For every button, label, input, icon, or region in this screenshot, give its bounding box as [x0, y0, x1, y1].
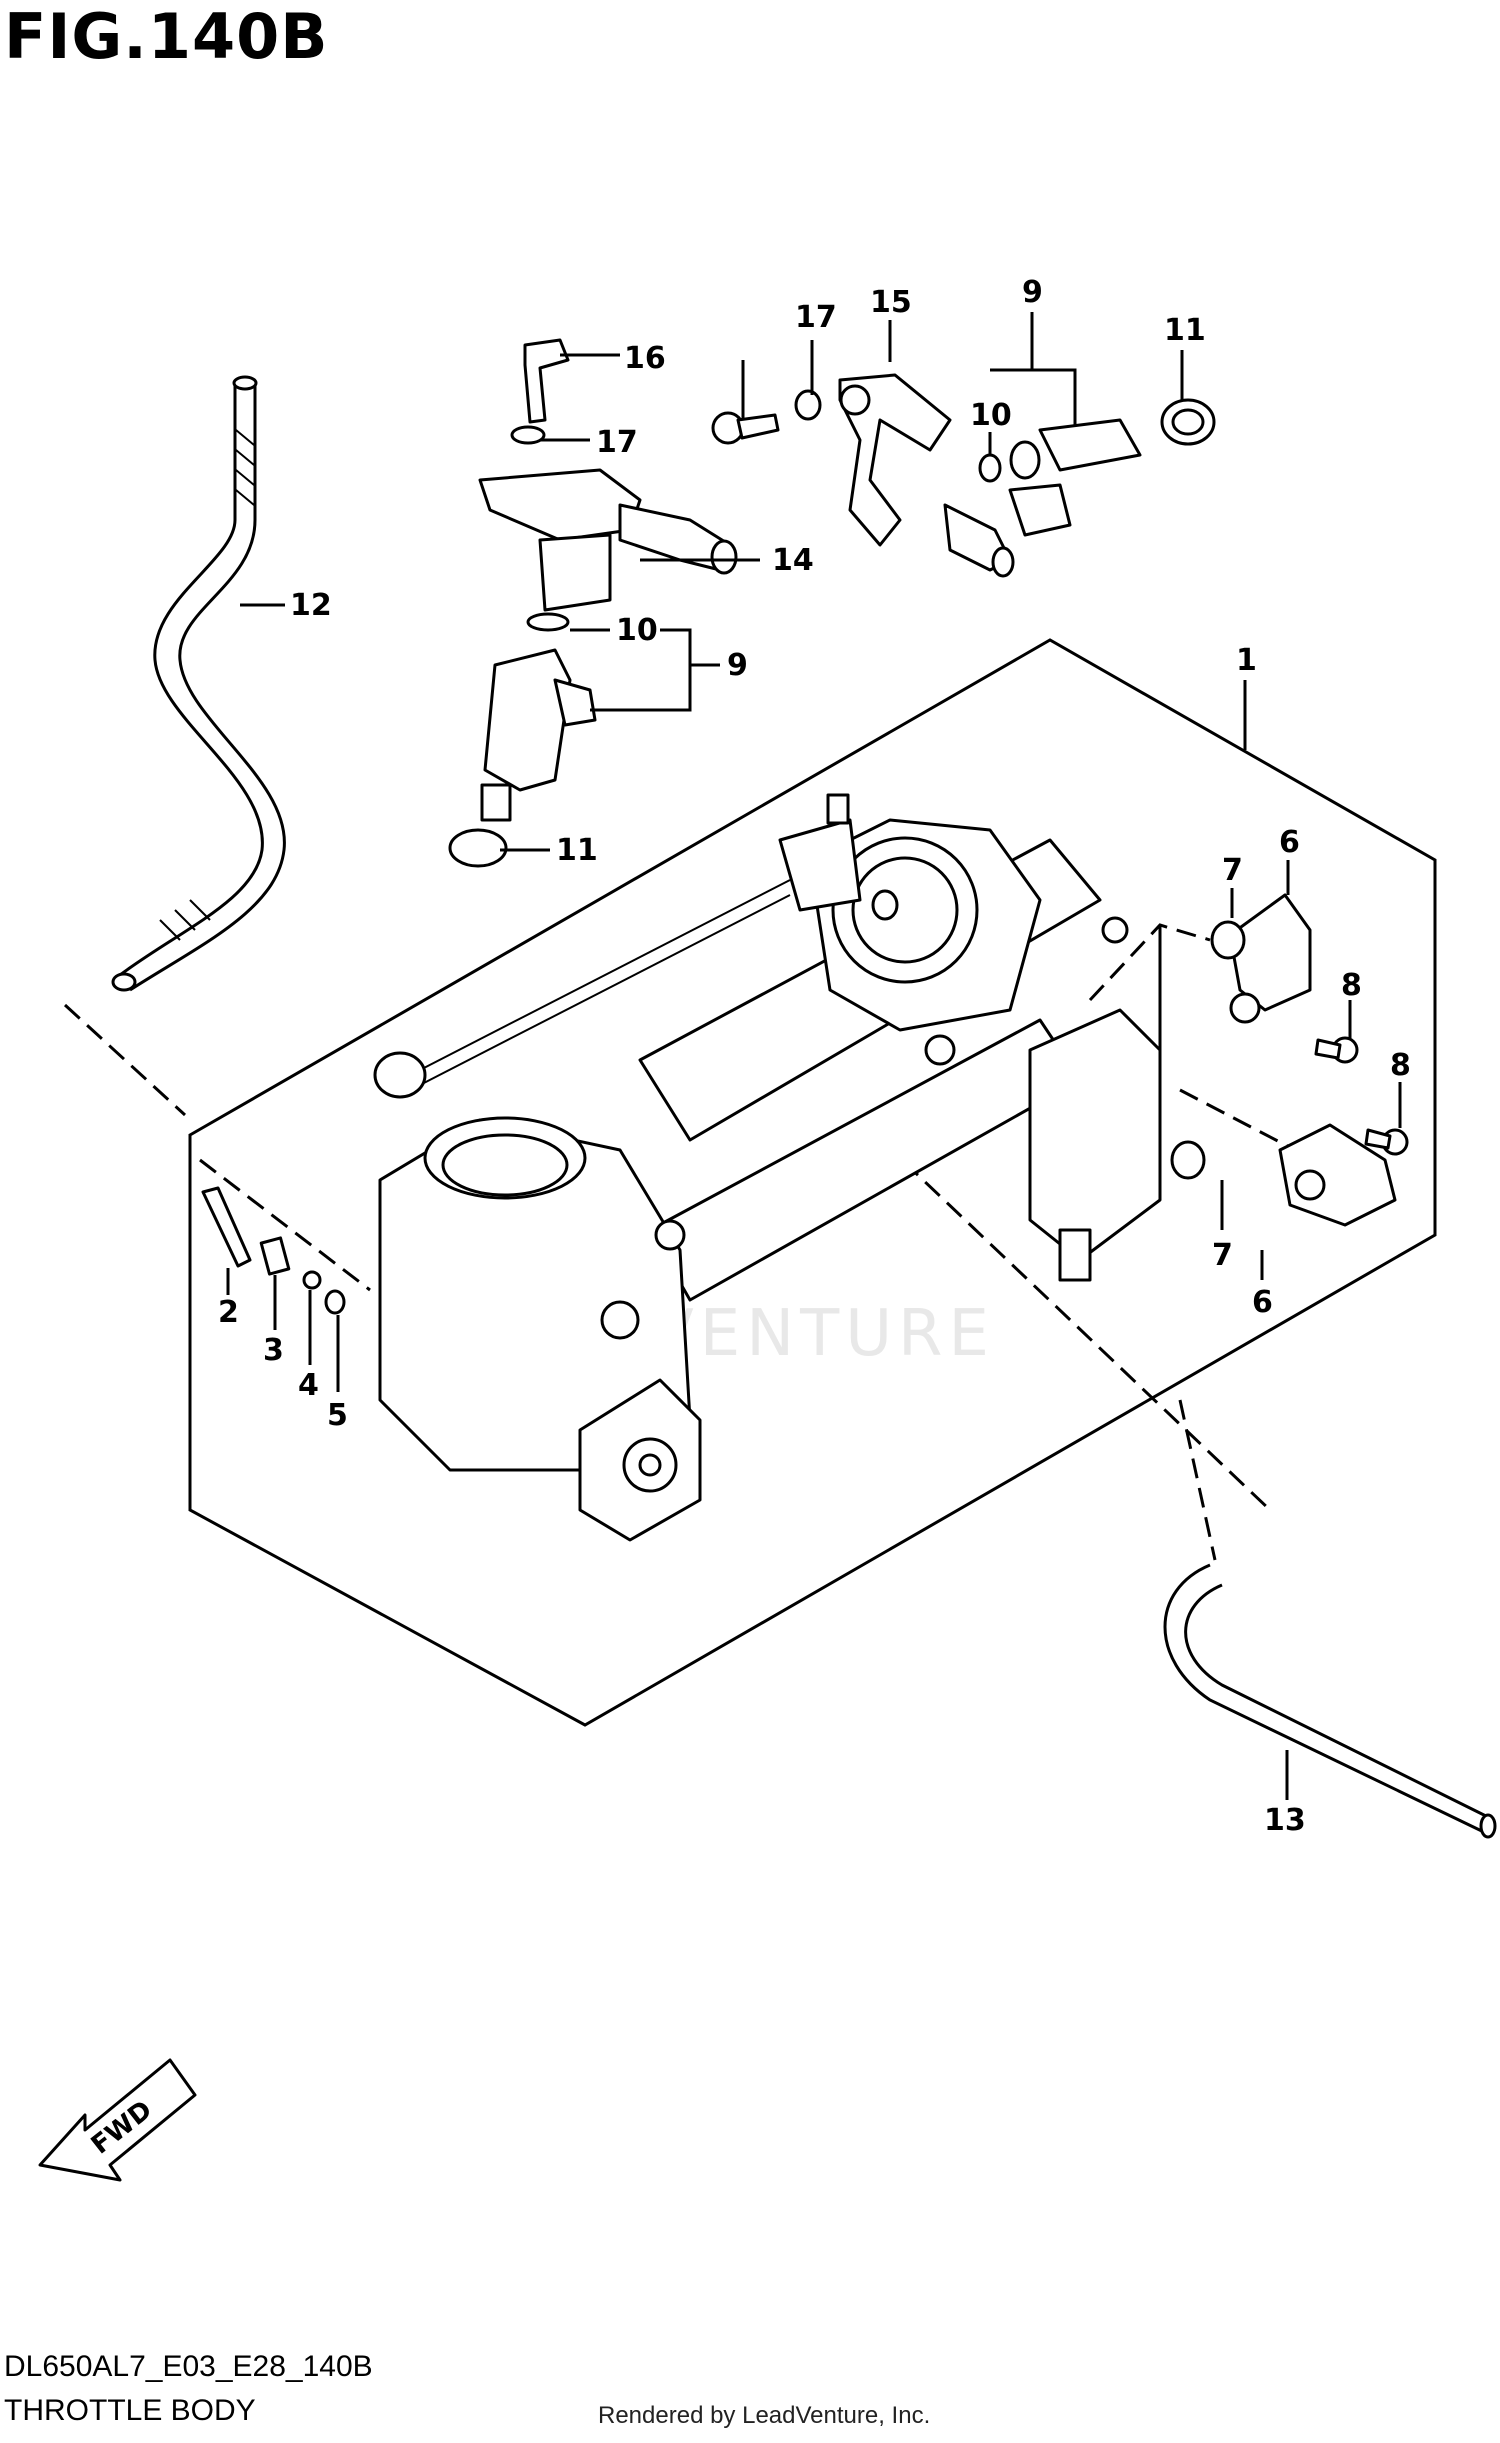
- callout-8-upper: 8: [1341, 968, 1362, 1003]
- callout-10-right: 10: [970, 398, 1012, 433]
- callout-13: 13: [1264, 1803, 1306, 1838]
- callout-6-upper: 6: [1279, 825, 1300, 860]
- callout-11-left: 11: [556, 833, 598, 868]
- callout-leaders: [226, 312, 1402, 1800]
- rendered-by-credit: Rendered by LeadVenture, Inc.: [598, 2402, 931, 2429]
- callout-9-left: 9: [727, 648, 748, 683]
- fuel-pipe-15: [838, 373, 1015, 578]
- assembly-boundary: [188, 638, 1437, 1727]
- callout-14: 14: [772, 543, 814, 578]
- callout-numbers: 1 2 3 4 5 6 6 7 7 8 8 9 9 10 10 11 11 12…: [218, 275, 1411, 1838]
- callout-8-lower: 8: [1390, 1048, 1411, 1083]
- callout-17-left: 17: [596, 425, 638, 460]
- fuel-pipe-14: [478, 468, 738, 612]
- callout-7-upper: 7: [1222, 853, 1243, 888]
- fwd-arrow: FWD: [38, 2058, 197, 2182]
- throttle-body-assembly: [373, 793, 1162, 1542]
- hose-13: [1163, 1563, 1497, 1839]
- callout-6-lower: 6: [1252, 1285, 1273, 1320]
- callout-11-right: 11: [1164, 313, 1206, 348]
- injector-9-left: [448, 648, 597, 868]
- watermark: VENTURE: [650, 1297, 995, 1371]
- diagram-code: DL650AL7_E03_E28_140B: [4, 2350, 373, 2383]
- small-hardware: [201, 338, 1409, 1315]
- callout-10-left: 10: [616, 613, 658, 648]
- callout-2: 2: [218, 1295, 239, 1330]
- figure-title: FIG.140B: [4, 0, 329, 73]
- callout-15: 15: [870, 285, 912, 320]
- callout-16: 16: [624, 341, 666, 376]
- callout-5: 5: [327, 1398, 348, 1433]
- injector-9-right: [1008, 398, 1216, 537]
- diagram-name: THROTTLE BODY: [4, 2394, 256, 2427]
- callout-4: 4: [298, 1368, 319, 1403]
- callout-3: 3: [263, 1333, 284, 1368]
- callout-1: 1: [1236, 643, 1257, 678]
- callout-12: 12: [290, 588, 332, 623]
- callout-17-right: 17: [795, 300, 837, 335]
- callout-9-top: 9: [1022, 275, 1043, 310]
- hose-12: [111, 375, 286, 992]
- callout-7-lower: 7: [1212, 1238, 1233, 1273]
- dashed-leaders: [63, 923, 1296, 1561]
